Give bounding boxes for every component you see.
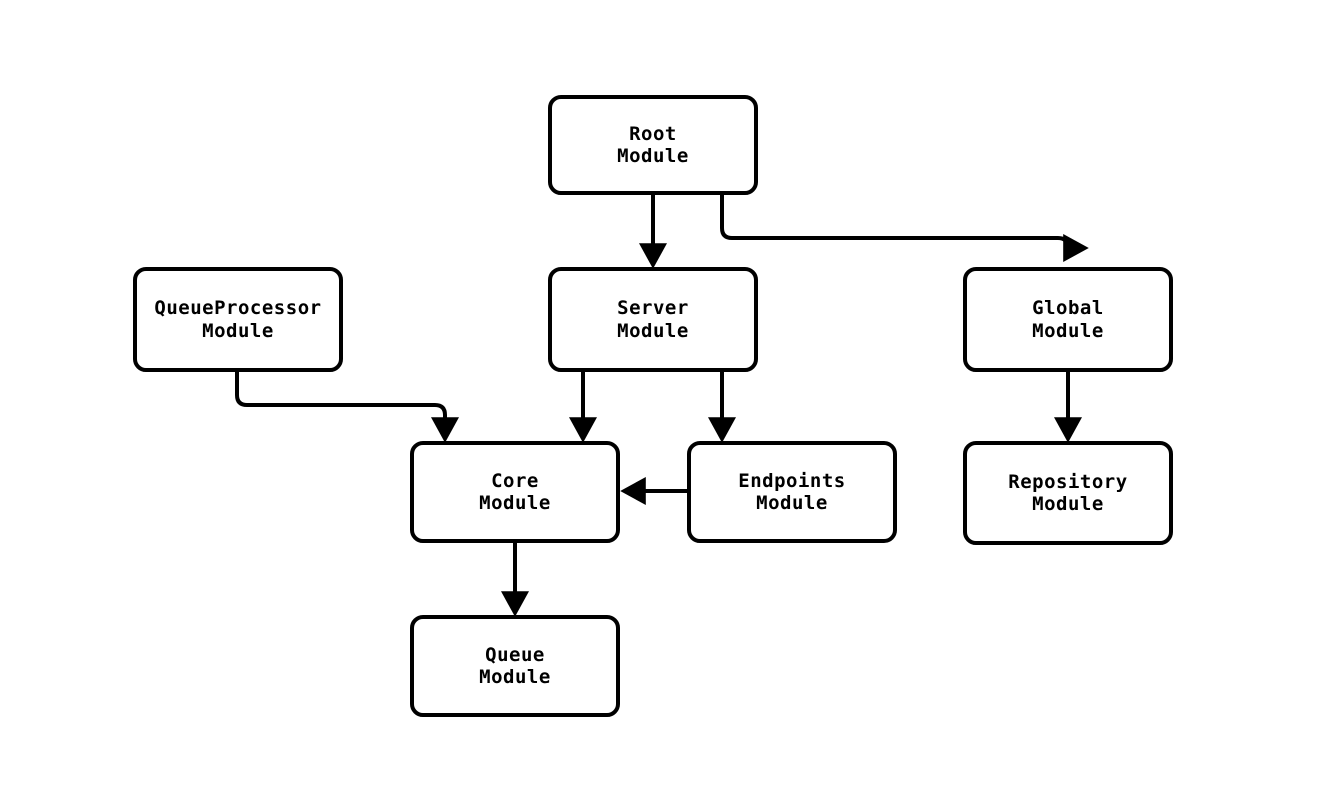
node-label-line2: Module bbox=[756, 492, 828, 514]
node-label-line2: Module bbox=[479, 666, 551, 688]
node-label-line1: Server bbox=[617, 297, 689, 320]
node-label-line1: Root bbox=[629, 122, 677, 145]
edge-queueprocessor-to-core bbox=[235, 372, 459, 443]
node-label-line2: Module bbox=[1032, 493, 1104, 515]
node-label-line1: Core bbox=[491, 469, 539, 492]
node-label-line2: Module bbox=[617, 319, 689, 342]
node-label-line1: Global bbox=[1032, 297, 1104, 320]
node-label-line1: Endpoints bbox=[738, 469, 846, 492]
node-label-line2: Module bbox=[202, 319, 274, 342]
node-label-line1: QueueProcessor bbox=[154, 297, 322, 320]
node-label-line2: Module bbox=[617, 145, 689, 167]
node-label-line1: Repository bbox=[1008, 470, 1128, 493]
node-label-line2: Module bbox=[1032, 319, 1104, 342]
node-label-line1: Queue bbox=[485, 643, 545, 666]
edge-root-to-global bbox=[720, 195, 1082, 269]
node-label-line2: Module bbox=[479, 492, 551, 514]
